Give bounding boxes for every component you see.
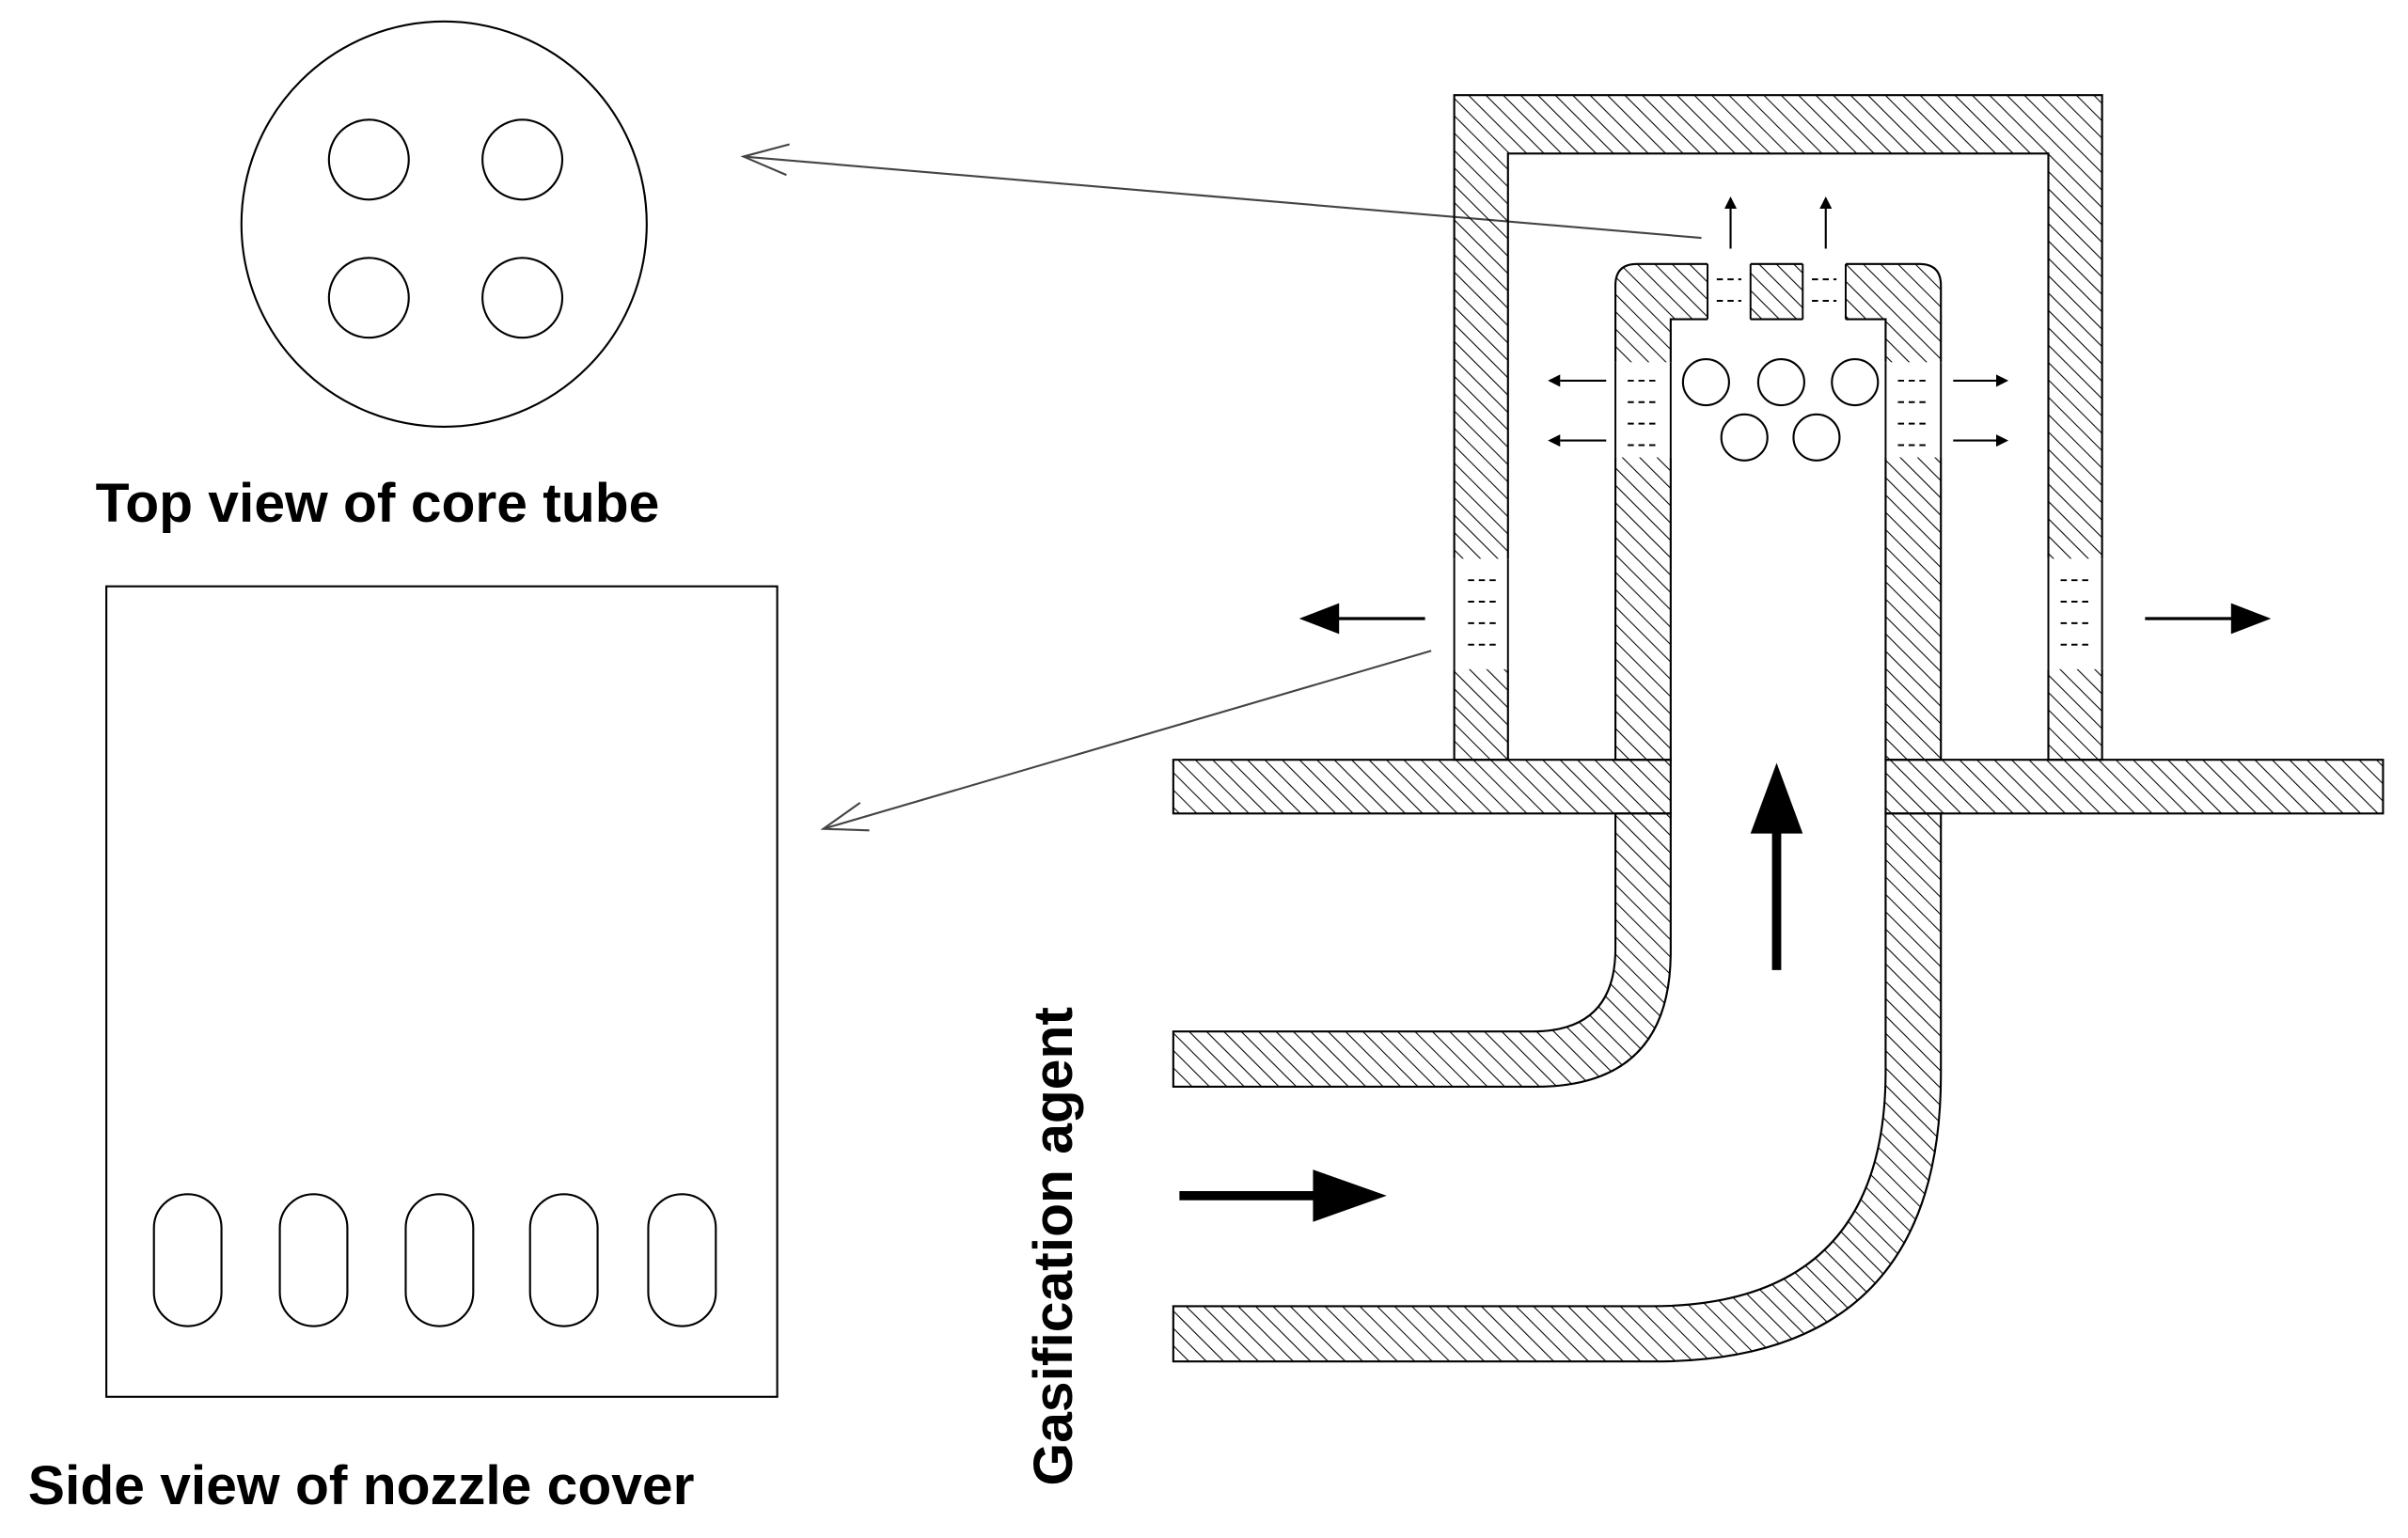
pointer-head xyxy=(740,143,790,177)
core-tube-hole xyxy=(327,118,410,201)
elbow-inner-wall xyxy=(1172,812,1672,1089)
gasification-agent-label: Gasification agent xyxy=(1023,1007,1084,1485)
core-ball xyxy=(1720,413,1769,462)
core-side-arrow-head xyxy=(1548,434,1561,447)
core-ball xyxy=(1756,357,1805,407)
outer-side-vent xyxy=(2045,558,2105,669)
core-tube-outline xyxy=(240,20,648,428)
top-view-label: Top view of core tube xyxy=(96,473,660,534)
riser-arrow-head xyxy=(1750,762,1803,834)
core-side-arrow-head xyxy=(1995,374,2009,387)
core-ball xyxy=(1792,413,1841,462)
nozzle-cover-slot xyxy=(404,1193,475,1327)
nozzle-cross-section xyxy=(1172,94,2384,1363)
pointer-head xyxy=(820,802,870,832)
side-view-label: Side view of nozzle cover xyxy=(28,1455,695,1516)
core-top-hole xyxy=(1802,260,1846,322)
core-side-hole xyxy=(1612,362,1675,458)
outer-cap-wall xyxy=(1453,94,2103,761)
outlet-arrow-right-head xyxy=(2230,603,2272,635)
outlet-arrow-left-head xyxy=(1298,603,1340,635)
core-top-hole xyxy=(1708,260,1751,322)
core-side-arrow-head xyxy=(1548,374,1561,387)
nozzle-cover-side-view xyxy=(105,585,779,1398)
core-ball xyxy=(1681,357,1730,407)
core-tube-hole xyxy=(481,257,564,339)
pointer-to-top-view xyxy=(743,155,1702,240)
core-side-hole-lines xyxy=(1614,362,1943,458)
outer-side-vent xyxy=(1451,558,1512,669)
nozzle-cover-slot xyxy=(278,1193,349,1327)
core-balls xyxy=(1681,357,1880,462)
core-tube-hole xyxy=(327,257,410,339)
nozzle-cover-outline xyxy=(105,585,779,1398)
outer-vent-lines xyxy=(1453,558,2103,669)
core-tube-top-view xyxy=(240,20,648,428)
pointer-arrows xyxy=(740,143,1702,832)
core-top-hole-lines xyxy=(1707,263,1847,320)
pointer-to-side-view xyxy=(823,650,1432,830)
nozzle-cover-slot xyxy=(152,1193,223,1327)
core-tube-hole xyxy=(481,118,564,201)
inlet-arrow-head xyxy=(1313,1169,1387,1222)
flow-arrows xyxy=(1179,196,2272,1222)
core-side-hole xyxy=(1882,362,1944,458)
core-side-arrow-head xyxy=(1995,434,2009,447)
core-top-arrow-head xyxy=(1723,196,1738,210)
nozzle-cover-slot xyxy=(528,1193,599,1327)
elbow-outer-wall xyxy=(1172,812,1943,1363)
core-tube-wall xyxy=(1614,262,1943,761)
core-top-arrow-head xyxy=(1819,196,1833,210)
core-ball xyxy=(1831,357,1880,407)
nozzle-cover-slot xyxy=(647,1193,717,1327)
